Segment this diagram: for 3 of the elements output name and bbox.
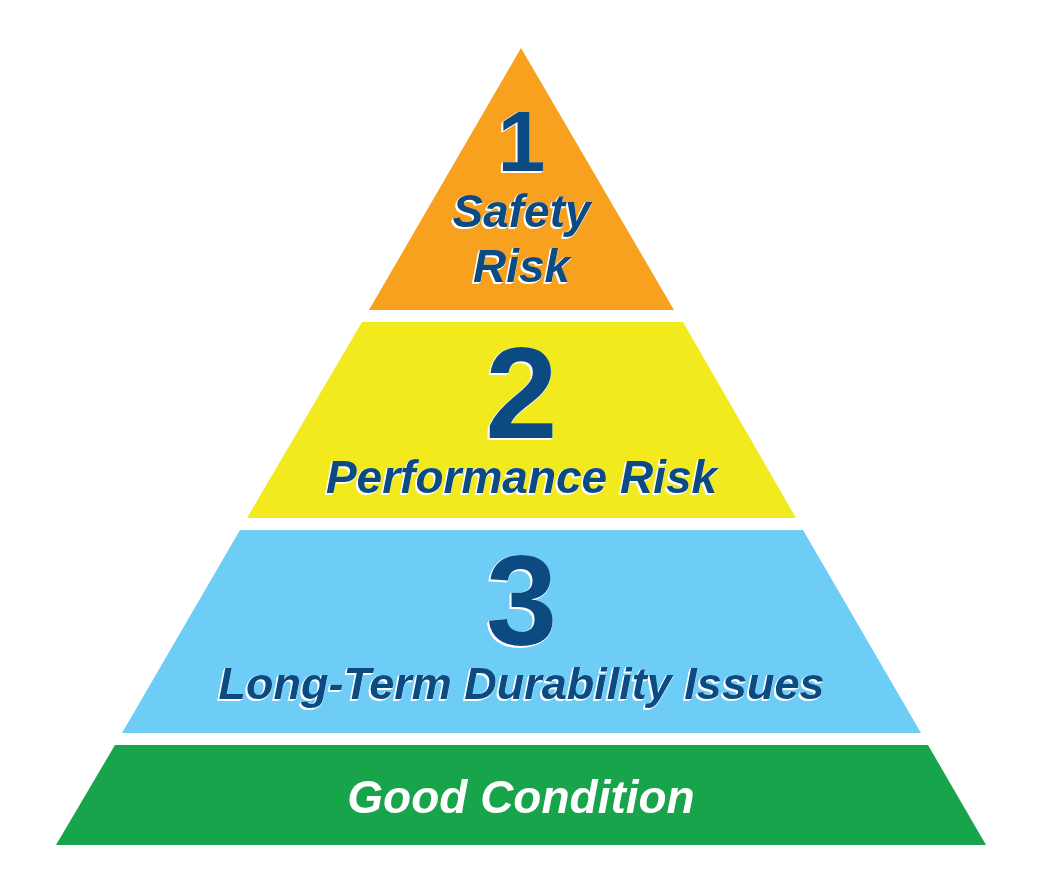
level-number: 1: [497, 98, 546, 184]
level-label: Good Condition: [347, 774, 695, 820]
level-label: Safety Risk: [452, 184, 591, 295]
